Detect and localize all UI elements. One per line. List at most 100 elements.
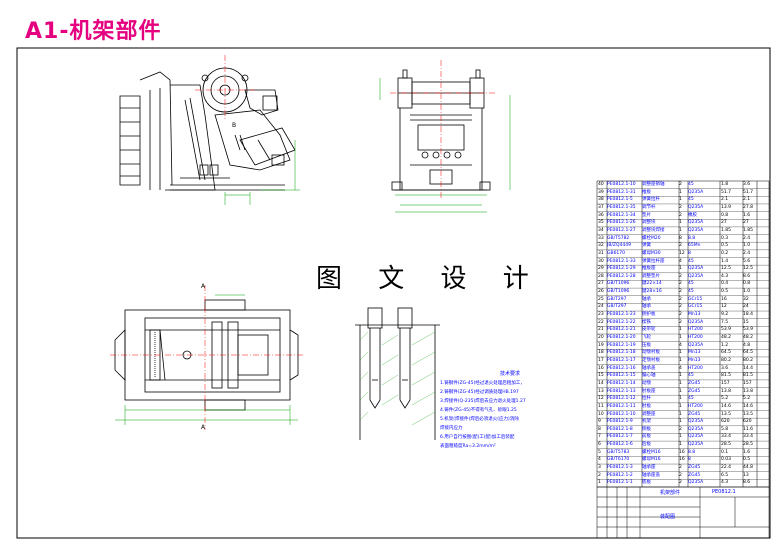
table-cell: 0.8 — [743, 281, 751, 287]
table-cell: PE0812.1-11 — [607, 403, 636, 409]
table-cell: 皮带轮 — [642, 327, 656, 333]
table-cell: 45 — [688, 396, 694, 402]
table-cell: 8 — [688, 457, 691, 463]
table-cell: 1.4 — [721, 258, 729, 264]
table-cell: 2 — [679, 296, 682, 302]
table-cell: 40 — [598, 182, 604, 187]
table-cell: 螺栓M16 — [642, 449, 661, 455]
table-cell: 飞轮 — [642, 335, 651, 340]
table-cell: PE0812.1-16 — [607, 365, 636, 371]
table-cell: 81.5 — [743, 373, 754, 379]
table-cell: Mn13 — [688, 357, 701, 363]
parts-table-rowlines — [597, 188, 769, 480]
table-cell: 橡胶 — [688, 212, 697, 218]
table-cell: 10 — [598, 411, 604, 417]
table-cell: 13.5 — [743, 411, 754, 417]
table-cell: 1 — [679, 266, 682, 272]
table-cell: HT200 — [688, 335, 703, 340]
table-cell: 12 — [679, 250, 685, 256]
table-cell: PE0812.1-8 — [607, 426, 633, 432]
table-cell: 23 — [598, 312, 604, 318]
table-cell: 1.85 — [743, 227, 754, 233]
table-cell: 0.1 — [721, 449, 729, 455]
table-cell: 0.5 — [743, 457, 751, 463]
table-cell: 31 — [598, 250, 604, 256]
table-cell: GCr15 — [688, 296, 703, 302]
table-cell: 2 — [679, 281, 682, 287]
table-cell: 2 — [679, 426, 682, 432]
section-label-a: A — [201, 283, 206, 290]
table-cell: 16 — [679, 457, 685, 463]
table-cell: 动颚衬板 — [642, 350, 660, 356]
table-cell: 80.2 — [743, 357, 754, 363]
table-cell: GB/T5782 — [607, 235, 630, 241]
table-cell: 21 — [598, 327, 604, 333]
table-cell: 1.6 — [743, 449, 751, 455]
table-cell: Q235A — [688, 434, 704, 440]
table-cell: 24 — [743, 304, 749, 310]
table-cell: Q235A — [688, 442, 704, 448]
table-cell: GB/T1096 — [607, 281, 630, 287]
table-cell: 螺栓M20 — [642, 235, 661, 241]
table-cell: 16 — [679, 449, 685, 455]
table-cell: 2 — [679, 289, 682, 295]
notes-item: 4.铸件(ZG-45)不得有气孔、砂眼1.25 — [440, 408, 517, 413]
table-cell: 1 — [679, 434, 682, 440]
table-cell: 侧护板 — [642, 312, 656, 318]
table-cell: 轴承盖 — [642, 365, 656, 371]
table-cell: 1 — [679, 388, 682, 394]
table-cell: 轴承座盖 — [642, 472, 660, 478]
table-cell: 弹簧 — [642, 243, 651, 249]
table-cell: 1 — [679, 350, 682, 356]
table-cell: 45 — [688, 182, 694, 187]
table-cell: 64.5 — [721, 350, 732, 356]
table-cell: PE0812.1-22 — [607, 319, 636, 325]
table-cell: PE0812.1-5 — [607, 197, 633, 203]
notes-item: 焊接内应力 — [440, 426, 463, 431]
table-cell: 推板 — [642, 189, 651, 195]
table-cell: 28.5 — [743, 442, 754, 448]
table-cell: 2 — [679, 204, 682, 210]
table-cell: 1 — [679, 357, 682, 363]
table-cell: 调整座销轴 — [642, 182, 665, 187]
table-cell: 8 — [679, 235, 682, 241]
table-cell: 8.8 — [688, 235, 696, 241]
table-cell: 22.4 — [721, 465, 732, 471]
table-cell: PE0812.1-3 — [607, 465, 633, 471]
table-cell: 2.4 — [743, 250, 751, 256]
table-cell: 13 — [598, 388, 604, 394]
table-cell: 弹簧拉杆 — [642, 197, 660, 203]
table-cell: 4 — [598, 457, 601, 463]
table-cell: 12 — [721, 304, 727, 310]
plan-view-dims — [115, 294, 298, 425]
table-cell: PE0812.1-26 — [607, 220, 636, 226]
table-cell: 2 — [679, 182, 682, 187]
table-cell: 1.8 — [721, 182, 729, 187]
table-cell: 5.2 — [721, 396, 729, 402]
table-cell: GB/T6170 — [607, 457, 630, 463]
title-block-code: PE0812.1 — [712, 489, 736, 495]
table-cell: Q235A — [688, 220, 704, 226]
table-cell: 0.5 — [721, 243, 729, 249]
table-cell: PE0812.1-13 — [607, 388, 636, 394]
table-cell: 楔铁 — [642, 319, 651, 325]
table-cell: HT200 — [688, 365, 703, 371]
table-cell: 38 — [598, 197, 604, 203]
table-cell: 4 — [679, 342, 682, 348]
table-cell: 机架 — [642, 419, 651, 425]
table-cell: 44.8 — [743, 465, 754, 471]
table-cell: 3 — [598, 465, 601, 471]
section-detail — [355, 307, 440, 440]
table-cell: PE0812.1-6 — [607, 442, 633, 448]
